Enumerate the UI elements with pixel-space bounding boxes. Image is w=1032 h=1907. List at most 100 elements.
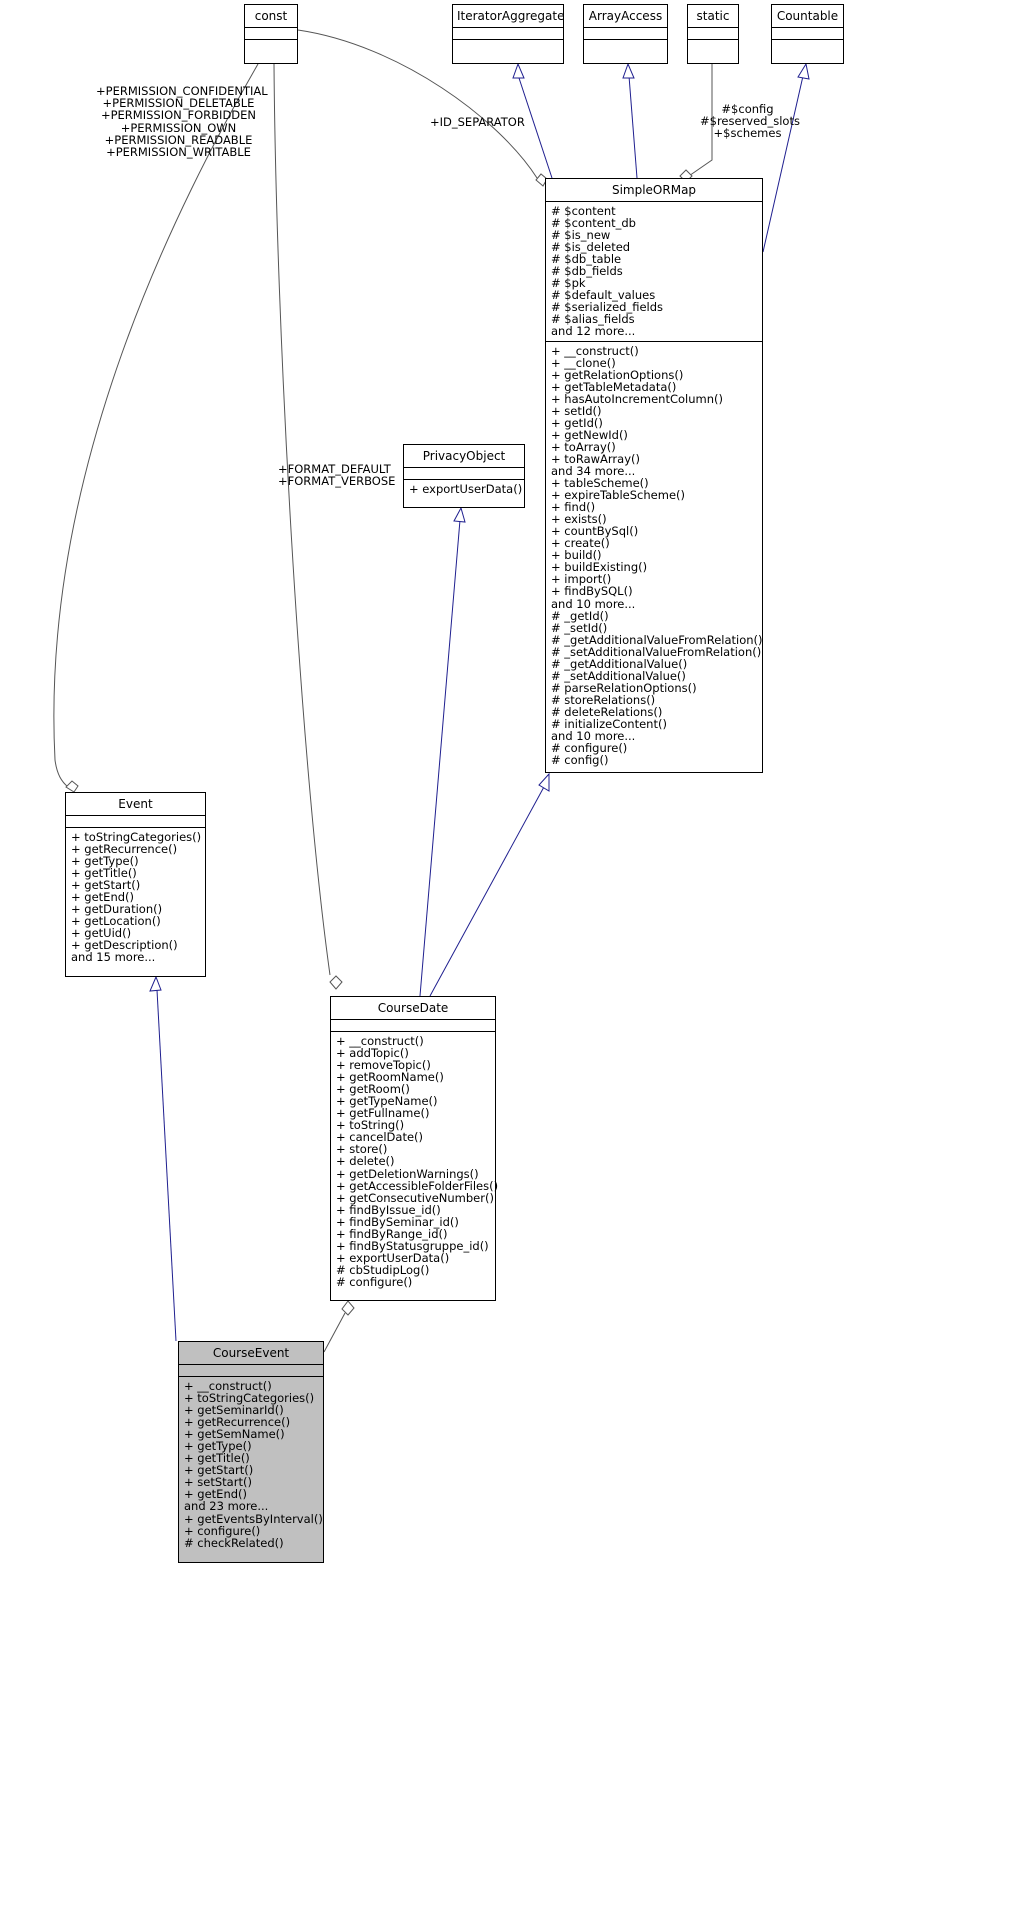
method: + removeTopic() xyxy=(336,1058,431,1073)
class-methods: + __construct() + addTopic() + removeTop… xyxy=(331,1032,499,1291)
method: + getStart() xyxy=(71,878,141,893)
method: # initializeContent() xyxy=(551,716,667,731)
method: + tableScheme() xyxy=(551,476,649,491)
method: + getRoomName() xyxy=(336,1070,444,1085)
method: + toString() xyxy=(336,1118,405,1133)
class-title: IteratorAggregate xyxy=(453,5,564,28)
method: + addTopic() xyxy=(336,1046,409,1061)
method: + getNewId() xyxy=(551,427,628,442)
method: + findByStatusgruppe_id() xyxy=(336,1238,489,1253)
label-line: +ID_SEPARATOR xyxy=(430,115,525,129)
class-node-arrayaccess[interactable]: ArrayAccess xyxy=(583,4,668,64)
class-node-countable[interactable]: Countable xyxy=(771,4,844,64)
class-attributes xyxy=(331,1020,495,1032)
method: + toRawArray() xyxy=(551,451,640,466)
method: + exportUserData() xyxy=(336,1250,450,1265)
label-line: +FORMAT_DEFAULT xyxy=(278,462,391,476)
class-methods: + exportUserData() xyxy=(404,480,524,498)
attribute: # $is_deleted xyxy=(551,240,631,255)
attribute: # $alias_fields xyxy=(551,312,635,327)
class-node-courseevent[interactable]: CourseEvent + __construct() + toStringCa… xyxy=(178,1341,324,1563)
class-node-event[interactable]: Event + toStringCategories() + getRecurr… xyxy=(65,792,206,977)
method: + getRecurrence() xyxy=(184,1415,291,1430)
class-methods xyxy=(453,40,563,51)
class-node-const[interactable]: const xyxy=(244,4,298,64)
method: + toStringCategories() xyxy=(71,830,202,844)
attribute: # $pk xyxy=(551,276,586,291)
method-more: and 15 more... xyxy=(71,950,156,965)
method: + getConsecutiveNumber() xyxy=(336,1190,494,1205)
method: # _setAdditionalValue() xyxy=(551,668,686,683)
attribute-more: and 12 more... xyxy=(551,324,636,339)
edge-const-event xyxy=(53,63,259,793)
edge-const-coursedate xyxy=(273,63,343,990)
method: + hasAutoIncrementColumn() xyxy=(551,391,723,406)
method: + getLocation() xyxy=(71,914,161,929)
method: + find() xyxy=(551,500,596,515)
label-line: +PERMISSION_FORBIDDEN xyxy=(100,108,257,123)
method: # storeRelations() xyxy=(551,692,656,707)
class-attributes xyxy=(66,816,205,828)
edge-coursedate-simpleormap xyxy=(429,772,550,997)
method: # checkRelated() xyxy=(184,1535,284,1550)
attribute: # $default_values xyxy=(551,288,656,303)
method: # _setAdditionalValueFromRelation() xyxy=(551,644,762,659)
method: + toArray() xyxy=(551,439,616,454)
label-line: #$config xyxy=(721,102,774,116)
edge-label-static-members: #$config #$reserved_slots +$schemes xyxy=(700,102,800,140)
method: + getTableMetadata() xyxy=(551,379,677,394)
method: # configure() xyxy=(336,1274,413,1289)
method: # _getAdditionalValue() xyxy=(551,656,688,671)
method: + getTypeName() xyxy=(336,1094,438,1109)
method: + getSeminarId() xyxy=(184,1403,284,1418)
class-title: SimpleORMap xyxy=(546,179,762,202)
method: # _getAdditionalValueFromRelation() xyxy=(551,632,763,647)
method: + getStart() xyxy=(184,1463,254,1478)
method: # config() xyxy=(551,753,609,768)
edge-simpleormap-arrayaccess xyxy=(622,62,638,179)
class-node-simpleormap[interactable]: SimpleORMap # $content # $content_db # $… xyxy=(545,178,763,773)
label-line: +PERMISSION_OWN xyxy=(120,120,237,135)
method: + import() xyxy=(551,572,612,587)
method: + getDuration() xyxy=(71,902,163,917)
method: + store() xyxy=(336,1142,388,1157)
class-node-privacyobject[interactable]: PrivacyObject + exportUserData() xyxy=(403,444,525,508)
method: + getUid() xyxy=(71,926,132,941)
method: # cbStudipLog() xyxy=(336,1262,430,1277)
class-methods xyxy=(772,40,843,51)
class-node-coursedate[interactable]: CourseDate + __construct() + addTopic() … xyxy=(330,996,499,1301)
class-attributes xyxy=(584,28,667,40)
method: + delete() xyxy=(336,1154,395,1169)
method: + __clone() xyxy=(551,355,616,370)
class-attributes xyxy=(772,28,843,40)
class-title: ArrayAccess xyxy=(584,5,667,28)
method: + findBySeminar_id() xyxy=(336,1214,459,1229)
class-title: CourseEvent xyxy=(179,1342,323,1365)
method-more: and 23 more... xyxy=(184,1499,269,1514)
attribute: # $is_new xyxy=(551,228,611,243)
method: + exists() xyxy=(551,512,607,527)
method: # _setId() xyxy=(551,620,608,635)
method: + getType() xyxy=(184,1439,252,1454)
edge-label-id-separator: +ID_SEPARATOR xyxy=(430,116,530,128)
method-more: and 10 more... xyxy=(551,596,636,611)
method: + getEventsByInterval() xyxy=(184,1511,323,1526)
method: + getType() xyxy=(71,854,139,869)
method: + getAccessibleFolderFiles() xyxy=(336,1178,499,1193)
class-attributes xyxy=(453,28,563,40)
class-methods xyxy=(245,40,297,51)
class-title: Event xyxy=(66,793,205,816)
class-methods: + toStringCategories() + getRecurrence()… xyxy=(66,828,205,967)
method: + setStart() xyxy=(184,1475,252,1490)
class-node-static[interactable]: static xyxy=(687,4,739,64)
class-title: static xyxy=(688,5,738,28)
method: + findBySQL() xyxy=(551,584,633,599)
method: + getRelationOptions() xyxy=(551,367,684,382)
class-methods xyxy=(688,40,738,51)
label-line: +PERMISSION_DELETABLE xyxy=(102,96,255,111)
class-node-iteratoraggregate[interactable]: IteratorAggregate xyxy=(452,4,564,64)
method: + __construct() xyxy=(336,1034,424,1048)
method-more: and 34 more... xyxy=(551,463,636,478)
edge-coursedate-privacyobject xyxy=(419,506,466,997)
edge-label-format-constants: +FORMAT_DEFAULT +FORMAT_VERBOSE xyxy=(278,462,398,488)
